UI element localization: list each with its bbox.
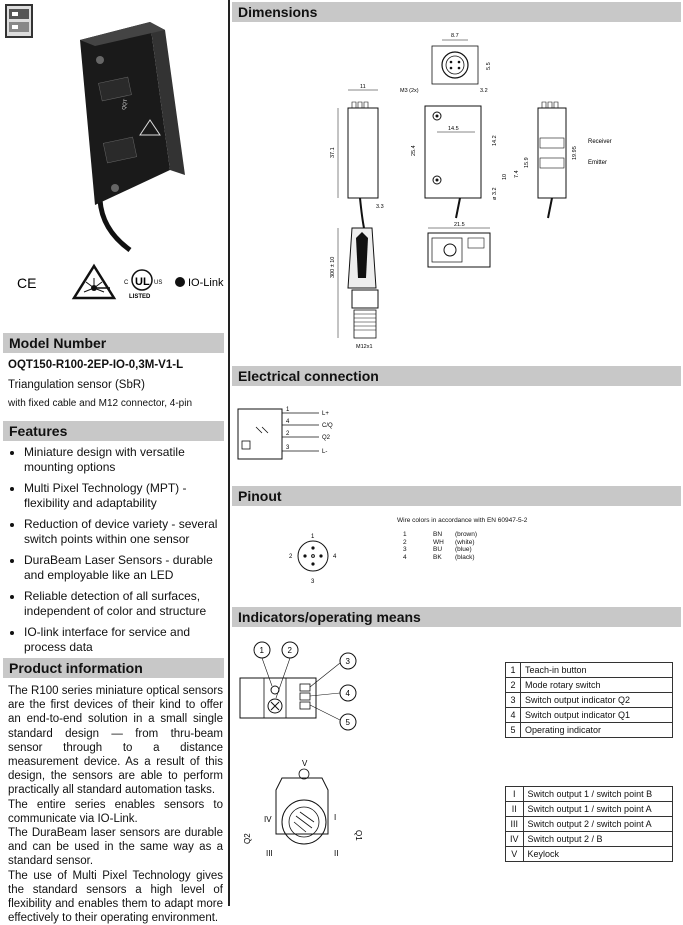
svg-text:8.7: 8.7 — [451, 33, 459, 39]
svg-text:L+: L+ — [322, 411, 329, 417]
feature-item: Reliable detection of all surfaces, inde… — [24, 589, 220, 619]
svg-text:4: 4 — [333, 554, 337, 560]
svg-text:19.95: 19.95 — [572, 146, 578, 160]
svg-text:7.4: 7.4 — [514, 170, 520, 178]
svg-text:ø 3.2: ø 3.2 — [492, 187, 498, 200]
pinout-note: Wire colors in accordance with EN 60947-… — [397, 517, 528, 524]
feature-item: Reduction of device variety - several sw… — [24, 517, 220, 547]
svg-text:Emitter: Emitter — [588, 160, 607, 166]
dimension-drawing: 8.7 5.5 11 37.1 3.3 M12x1 300 ± 10 M3 (2… — [320, 28, 620, 358]
svg-text:C/Q: C/Q — [322, 423, 333, 429]
svg-text:3.3: 3.3 — [376, 204, 384, 210]
svg-text:10: 10 — [502, 174, 508, 180]
product-info-paragraph: The use of Multi Pixel Technology gives … — [8, 869, 223, 925]
svg-text:M3 (2x): M3 (2x) — [400, 88, 419, 94]
svg-text:UL: UL — [135, 276, 150, 288]
svg-text:Q2: Q2 — [243, 833, 252, 844]
section-header-features: Features — [3, 421, 224, 441]
indicator-diagram: 1 2 3 4 5 — [236, 638, 366, 738]
feature-item: Multi Pixel Technology (MPT) - flexibili… — [24, 481, 220, 511]
svg-text:15.9: 15.9 — [524, 157, 530, 168]
column-divider — [228, 0, 230, 906]
svg-text:3: 3 — [286, 445, 290, 451]
svg-text:V: V — [302, 759, 308, 768]
svg-text:2: 2 — [286, 431, 290, 437]
svg-text:US: US — [154, 280, 162, 286]
svg-text:37.1: 37.1 — [330, 147, 336, 158]
svg-text:II: II — [334, 849, 338, 858]
svg-text:5.5: 5.5 — [486, 62, 492, 70]
product-photo: QQT — [40, 10, 210, 255]
section-header-electrical: Electrical connection — [232, 366, 681, 386]
product-info-paragraph: The R100 series miniature optical sensor… — [8, 685, 223, 797]
svg-text:300 ± 10: 300 ± 10 — [330, 257, 336, 278]
svg-text:2: 2 — [289, 554, 293, 560]
product-info-text: The R100 series miniature optical sensor… — [8, 684, 223, 925]
svg-text:3: 3 — [346, 657, 351, 666]
model-description-2: with fixed cable and M12 connector, 4-pi… — [8, 398, 192, 409]
svg-text:3: 3 — [311, 579, 315, 585]
svg-text:4: 4 — [286, 419, 290, 425]
svg-text:2: 2 — [288, 646, 293, 655]
svg-text:25.4: 25.4 — [411, 145, 417, 156]
svg-text:4: 4 — [346, 689, 351, 698]
svg-text:I: I — [334, 813, 336, 822]
feature-item: DuraBeam Laser Sensors - durable and emp… — [24, 553, 220, 583]
svg-text:L-: L- — [322, 449, 327, 455]
svg-text:1: 1 — [311, 534, 315, 540]
section-header-pinout: Pinout — [232, 486, 681, 506]
svg-text:LISTED: LISTED — [129, 294, 151, 300]
svg-text:Receiver: Receiver — [588, 139, 612, 145]
section-header-product-info: Product information — [3, 658, 224, 678]
product-info-paragraph: The DuraBeam laser sensors are durable a… — [8, 827, 223, 868]
section-header-dimensions: Dimensions — [232, 2, 681, 22]
svg-text:14.2: 14.2 — [492, 135, 498, 146]
svg-text:C: C — [124, 280, 129, 286]
svg-text:III: III — [266, 849, 273, 858]
svg-text:5: 5 — [346, 718, 351, 727]
svg-text:IV: IV — [264, 815, 272, 824]
svg-text:11: 11 — [360, 84, 366, 90]
svg-text:14.5: 14.5 — [448, 126, 459, 132]
section-header-model: Model Number — [3, 333, 224, 353]
svg-text:1: 1 — [260, 646, 265, 655]
section-header-indicators: Indicators/operating means — [232, 607, 681, 627]
feature-item: Miniature design with versatile mounting… — [24, 445, 220, 475]
rotary-switch-diagram: V IV I III II Q2 Q1 — [240, 756, 370, 866]
svg-text:M12x1: M12x1 — [356, 344, 373, 350]
svg-text:QQT: QQT — [121, 99, 129, 111]
pinout-diagram: 1 2 4 3 — [285, 528, 345, 586]
ce-mark-icon: CE — [17, 275, 36, 291]
svg-text:3.2: 3.2 — [480, 88, 488, 94]
model-description: Triangulation sensor (SbR) — [8, 379, 145, 391]
svg-text:Q1: Q1 — [354, 830, 363, 841]
model-number: OQT150-R100-2EP-IO-0,3M-V1-L — [8, 359, 184, 371]
feature-item: IO-link interface for service and proces… — [24, 625, 220, 655]
svg-text:IO-Link: IO-Link — [188, 277, 224, 289]
svg-text:1: 1 — [286, 407, 290, 413]
features-list: Miniature design with versatile mounting… — [8, 445, 220, 661]
product-info-paragraph: The entire series enables sensors to com… — [8, 798, 223, 825]
manual-icon — [5, 4, 33, 38]
electrical-diagram: 1 4 2 3 L+ C/Q Q2 L- — [234, 395, 354, 465]
svg-text:21.5: 21.5 — [454, 222, 465, 228]
svg-text:Q2: Q2 — [322, 435, 331, 441]
certification-logos: CE UL C US LISTED IO-Link — [14, 262, 226, 302]
